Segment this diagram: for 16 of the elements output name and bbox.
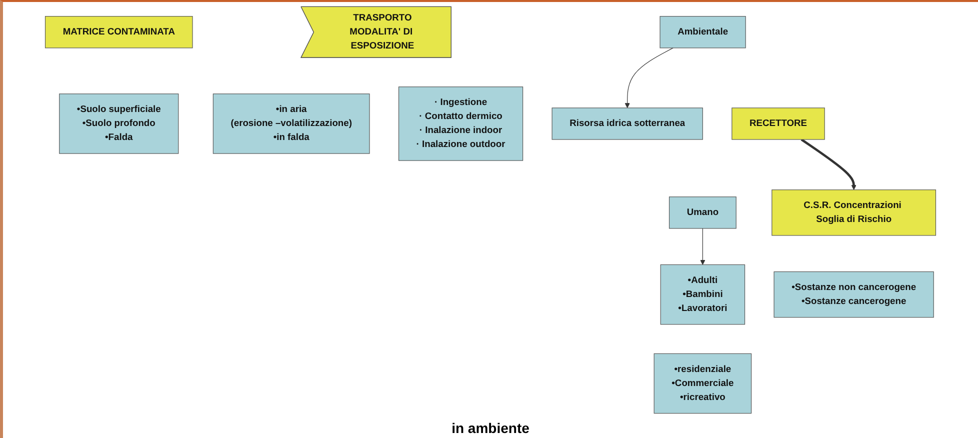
node-box: •in aria (erosione –volatilizzazione) •in falda — [212, 94, 370, 154]
arrow — [700, 228, 706, 265]
node-box: •Sostanze non cancerogene •Sostanze cancerogene — [774, 271, 934, 318]
note-text: in ambiente — [452, 420, 530, 436]
node-box: •residenziale •Commerciale •ricreativo — [654, 353, 752, 414]
node-box: · Ingestione · Contatto dermico · Inalazione indoor · Inalazione outdoor — [398, 86, 524, 161]
arrow — [800, 138, 856, 190]
node-box: RECETTORE — [732, 108, 825, 140]
node-box: •Suolo superficiale •Suolo profondo •Falda — [59, 94, 179, 154]
arrow — [624, 48, 674, 108]
node-box: Umano — [668, 196, 736, 229]
node-box: Ambientale — [660, 16, 746, 48]
node-box: C.S.R. Concentrazioni Soglia di Rischio — [772, 190, 936, 236]
node-box: Risorsa idrica sotterranea — [552, 108, 703, 140]
node-box: MATRICE CONTAMINATA — [44, 16, 193, 48]
node-box: •Adulti •Bambini •Lavoratori — [660, 264, 746, 325]
